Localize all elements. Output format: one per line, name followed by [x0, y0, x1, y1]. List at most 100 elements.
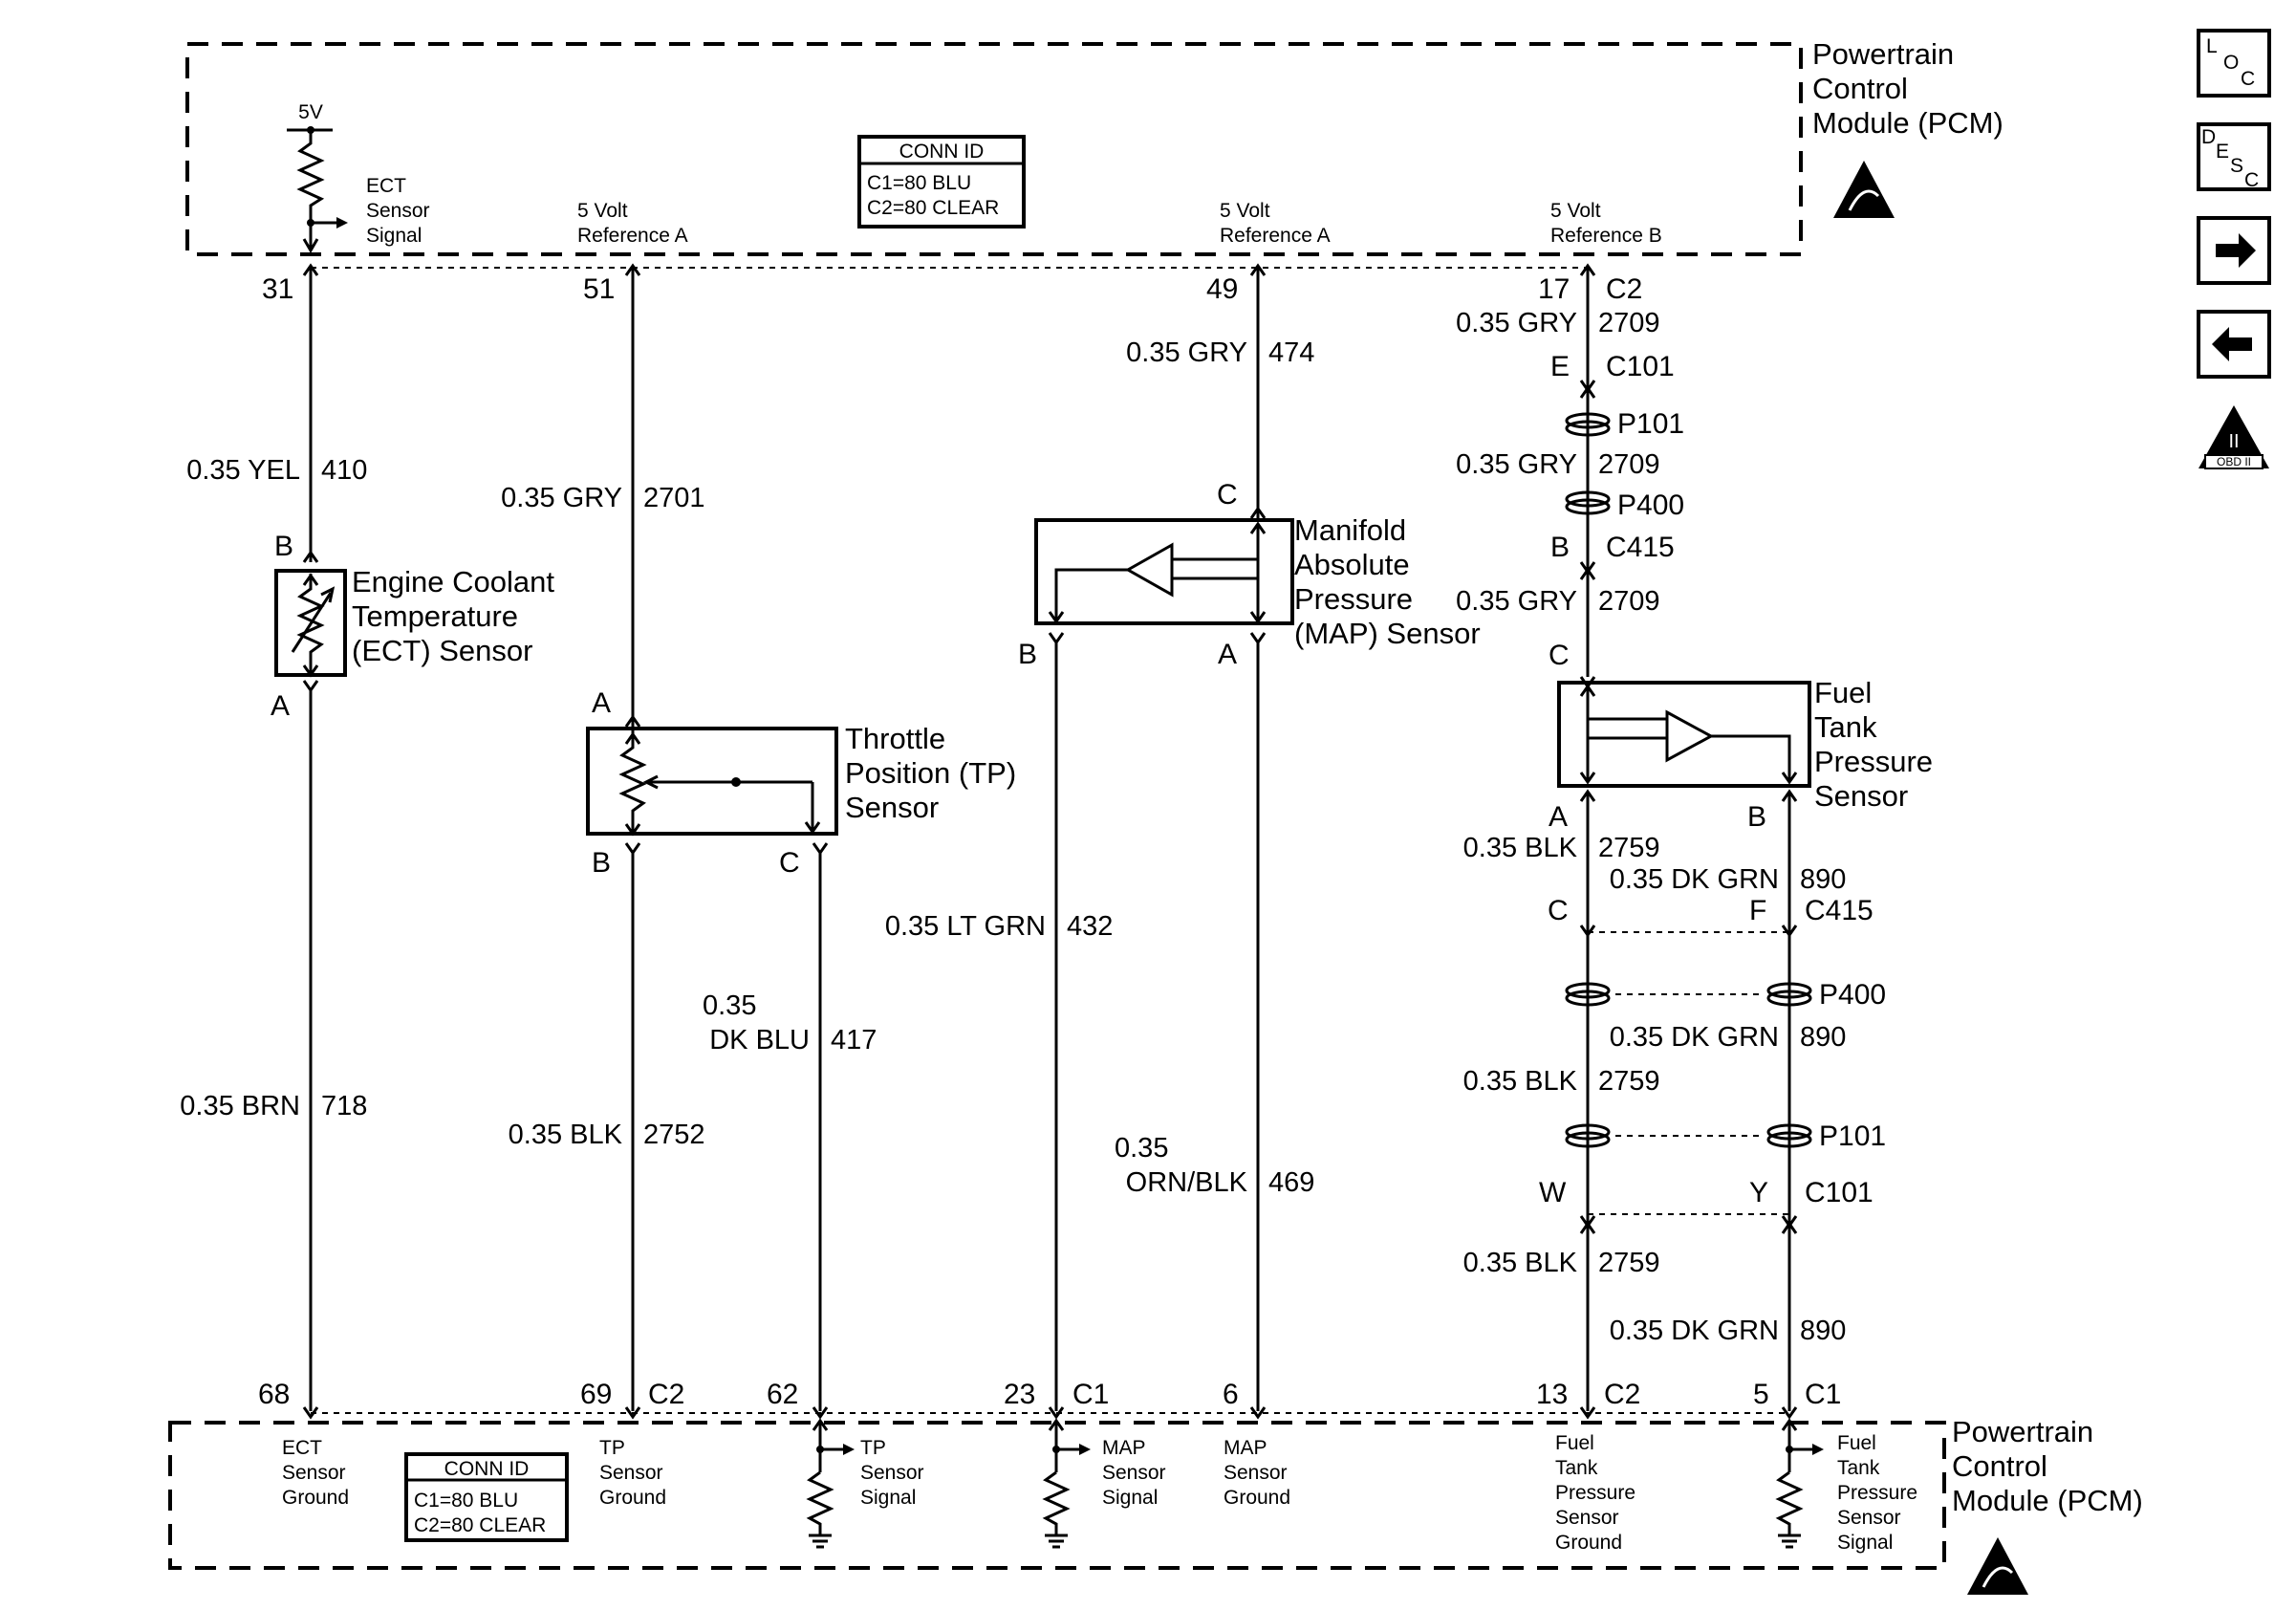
svg-text:Module (PCM): Module (PCM) [1812, 106, 2004, 140]
svg-text:Sensor: Sensor [599, 1462, 663, 1484]
wire-label-469: 0.35 ORN/BLK 469 [1115, 1133, 1314, 1198]
pin-31: 31 [262, 273, 293, 305]
pin-6: 6 [1223, 1379, 1239, 1410]
svg-text:2752: 2752 [643, 1120, 705, 1150]
svg-text:2709: 2709 [1598, 308, 1660, 338]
wire-label-890-c: 0.35 DK GRN 890 [1610, 1316, 1847, 1346]
wire-label-2759-b: 0.35 BLK 2759 [1463, 1066, 1660, 1097]
pin-c2-top: C2 [1606, 273, 1642, 305]
wire-label-2709-a: 0.35 GRY 2709 [1456, 308, 1659, 338]
svg-text:C: C [2241, 68, 2255, 90]
svg-text:5 Volt: 5 Volt [577, 200, 628, 222]
wire-map-signal [1048, 632, 1065, 1420]
term-ftp-c: C [1549, 640, 1570, 671]
svg-text:0.35: 0.35 [703, 990, 756, 1021]
svg-text:(ECT) Sensor: (ECT) Sensor [352, 634, 532, 667]
svg-text:S: S [2230, 155, 2243, 177]
pin-23: 23 [1004, 1379, 1035, 1410]
obd-ii-icon[interactable]: II OBD II [2199, 405, 2269, 469]
svg-text:L: L [2206, 35, 2218, 57]
svg-text:Powertrain: Powertrain [1812, 37, 1954, 71]
svg-text:0.35 DK GRN: 0.35 DK GRN [1610, 864, 1779, 895]
wire-ftp-signal [1781, 789, 1798, 1420]
ref-a-label-2: 5 Volt Reference A [1220, 200, 1331, 247]
svg-text:Signal: Signal [1102, 1487, 1158, 1509]
svg-text:ECT: ECT [366, 175, 406, 197]
wire-label-2759-a: 0.35 BLK 2759 [1463, 833, 1660, 863]
tp-sensor [586, 727, 838, 837]
svg-text:Control: Control [1952, 1449, 2047, 1483]
svg-text:Signal: Signal [860, 1487, 916, 1509]
ect-sensor-label: Engine Coolant Temperature (ECT) Sensor [352, 565, 554, 667]
svg-text:Pressure: Pressure [1837, 1482, 1917, 1504]
pin-62: 62 [767, 1379, 798, 1410]
esd-warning-icon-bottom [1967, 1537, 2028, 1595]
conn-c101-top: C101 [1606, 351, 1675, 382]
wire-label-432: 0.35 LT GRN 432 [885, 911, 1114, 942]
pin-17: 17 [1538, 273, 1570, 305]
desc-icon[interactable]: D E S C [2197, 122, 2271, 191]
svg-text:890: 890 [1800, 1022, 1846, 1053]
svg-text:ORN/BLK: ORN/BLK [1126, 1167, 1248, 1198]
conn-p400-top: P400 [1617, 490, 1684, 521]
svg-text:C1=80 BLU: C1=80 BLU [867, 172, 971, 194]
pin-69: 69 [580, 1379, 612, 1410]
svg-text:474: 474 [1268, 337, 1314, 368]
svg-text:Fuel: Fuel [1837, 1432, 1876, 1454]
wire-map-ref [1249, 263, 1267, 1420]
wire-label-2709-c: 0.35 GRY 2709 [1456, 586, 1659, 617]
svg-text:Tank: Tank [1837, 1457, 1880, 1479]
term-ect-b: B [274, 531, 293, 562]
svg-text:Sensor: Sensor [1837, 1507, 1901, 1529]
back-arrow-icon[interactable] [2197, 310, 2271, 379]
svg-text:0.35 GRY: 0.35 GRY [1126, 337, 1247, 368]
svg-text:890: 890 [1800, 1316, 1846, 1346]
conn-p400-bottom: P400 [1819, 979, 1886, 1011]
svg-text:MAP: MAP [1102, 1437, 1146, 1459]
tp-ground-label: TP Sensor Ground [599, 1437, 666, 1509]
svg-text:0.35 DK GRN: 0.35 DK GRN [1610, 1316, 1779, 1346]
svg-text:2701: 2701 [643, 483, 705, 513]
map-sensor [1034, 518, 1294, 625]
svg-text:Ground: Ground [282, 1487, 349, 1509]
ect-ground-label: ECT Sensor Ground [282, 1437, 349, 1509]
svg-text:C2=80 CLEAR: C2=80 CLEAR [867, 197, 999, 219]
pin-68: 68 [258, 1379, 290, 1410]
wire-label-890-a: 0.35 DK GRN 890 [1610, 864, 1847, 895]
svg-text:Engine Coolant: Engine Coolant [352, 565, 554, 598]
svg-text:0.35 DK GRN: 0.35 DK GRN [1610, 1022, 1779, 1053]
pulldown-resistor-tp [806, 1418, 855, 1549]
term-ftp-a: A [1549, 801, 1568, 833]
svg-text:MAP: MAP [1224, 1437, 1267, 1459]
svg-text:Sensor: Sensor [860, 1462, 924, 1484]
svg-text:410: 410 [321, 455, 367, 486]
svg-text:OBD II: OBD II [2217, 455, 2251, 468]
svg-text:TP: TP [860, 1437, 886, 1459]
loc-icon[interactable]: L O C [2197, 29, 2271, 98]
term-map-b: B [1018, 639, 1037, 670]
svg-text:II: II [2228, 431, 2239, 452]
wire-label-474: 0.35 GRY 474 [1126, 337, 1314, 368]
svg-text:Temperature: Temperature [352, 599, 518, 633]
svg-text:Absolute: Absolute [1294, 548, 1410, 581]
pin-51: 51 [583, 273, 615, 305]
ftp-sensor-label: Fuel Tank Pressure Sensor [1814, 676, 1933, 813]
svg-text:0.35 YEL: 0.35 YEL [186, 455, 300, 486]
wire-label-2709-b: 0.35 GRY 2709 [1456, 449, 1659, 480]
next-arrow-icon[interactable] [2197, 216, 2271, 285]
svg-text:ECT: ECT [282, 1437, 322, 1459]
pin-c1-a: C1 [1072, 1379, 1109, 1410]
svg-text:E: E [2216, 141, 2229, 163]
svg-text:Module (PCM): Module (PCM) [1952, 1484, 2143, 1517]
ftp-ground-label: Fuel Tank Pressure Sensor Ground [1555, 1432, 1635, 1554]
term-map-c: C [1217, 479, 1238, 511]
svg-text:Reference B: Reference B [1550, 225, 1662, 247]
conn-p101-bottom: P101 [1819, 1120, 1886, 1152]
svg-text:469: 469 [1268, 1167, 1314, 1198]
svg-text:0.35 BLK: 0.35 BLK [1463, 1248, 1578, 1278]
svg-text:Tank: Tank [1555, 1457, 1598, 1479]
term-b: B [1550, 532, 1570, 563]
conn-c415-top: C415 [1606, 532, 1675, 563]
ftp-signal-label: Fuel Tank Pressure Sensor Signal [1837, 1432, 1917, 1554]
